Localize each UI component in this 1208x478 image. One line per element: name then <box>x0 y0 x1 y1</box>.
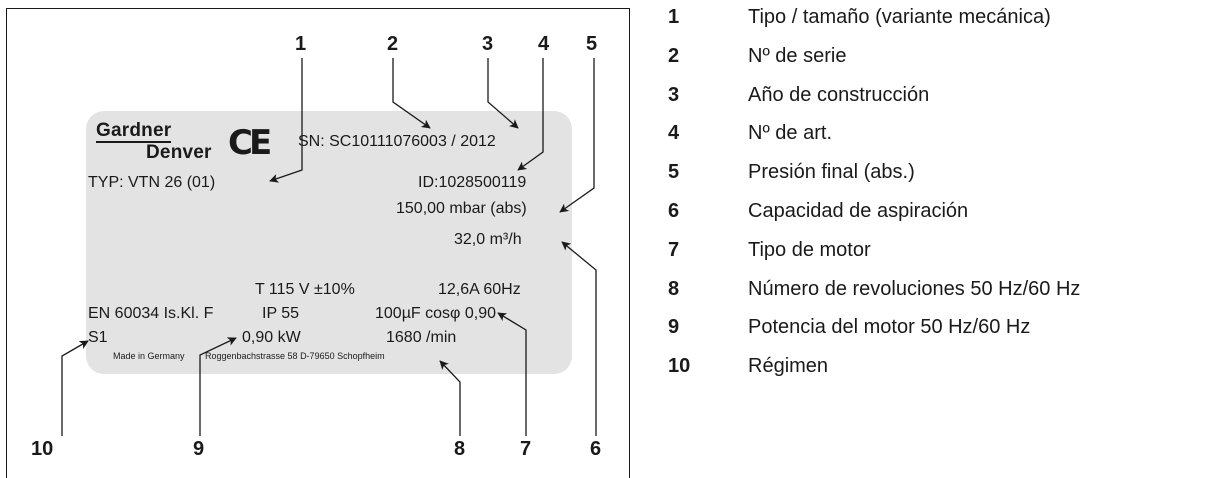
made-in-label: Made in Germany <box>113 351 185 361</box>
standard-insulation-class: EN 60034 Is.Kl. F <box>88 305 214 322</box>
current-frequency: 12,6A 60Hz <box>438 281 521 298</box>
callout-9: 9 <box>193 438 205 460</box>
legend-text: Número de revoluciones 50 Hz/60 Hz <box>748 277 1081 300</box>
protection-rating: IP 55 <box>262 305 300 322</box>
nameplate-diagram: 1 2 3 4 5 10 9 8 7 6 Gardner Denver CE S… <box>6 8 630 478</box>
callout-1: 1 <box>295 33 307 55</box>
callout-7: 7 <box>520 438 532 460</box>
legend: 1 Tipo / tamaño (variante mecánica) 2 Nº de… <box>664 0 1208 470</box>
callout-4: 4 <box>538 33 550 55</box>
callout-10: 10 <box>31 438 54 460</box>
motor-speed: 1680 /min <box>386 329 457 346</box>
type-label: TYP: VTN 26 (01) <box>88 174 216 191</box>
legend-number: 6 <box>668 200 680 222</box>
leader-3 <box>487 58 519 129</box>
leader-4 <box>517 58 544 171</box>
duty-type: S1 <box>88 329 108 346</box>
nameplate <box>86 111 572 374</box>
callout-5: 5 <box>586 33 598 55</box>
leader-6 <box>561 241 597 436</box>
figure-frame <box>6 8 630 478</box>
legend-number: 2 <box>668 44 680 67</box>
capacitor-cos-phi: 100µF cosφ 0,90 <box>375 305 496 322</box>
legend-number: 8 <box>668 277 680 300</box>
legend-text: Nº de serie <box>748 44 847 67</box>
callout-6: 6 <box>590 438 602 460</box>
leader-7 <box>497 312 527 436</box>
motor-power: 0,90 kW <box>242 329 301 346</box>
leader-2 <box>392 58 431 129</box>
brand-logo-denver: Denver <box>146 142 212 163</box>
manufacturer-address: Roggenbachstrasse 58 D-79650 Schopfheim <box>205 351 385 361</box>
brand-logo-gardner: Gardner <box>96 120 172 143</box>
leader-8 <box>439 360 461 436</box>
callout-3: 3 <box>482 33 494 55</box>
leader-9 <box>199 337 237 436</box>
serial-number: SN: SC10111076003 / 2012 <box>298 133 496 150</box>
leader-1 <box>269 58 303 183</box>
legend-number: 3 <box>668 83 680 106</box>
legend-text: Tipo / tamaño (variante mecánica) <box>748 6 1051 28</box>
article-id: ID:1028500119 <box>418 174 527 191</box>
final-pressure: 150,00 mbar (abs) <box>396 200 527 217</box>
leader-5 <box>559 58 595 213</box>
legend-number: 9 <box>668 316 680 339</box>
ce-mark: CE <box>228 123 272 163</box>
legend-text: Nº de art. <box>748 122 833 145</box>
callout-8: 8 <box>454 438 466 460</box>
legend-number: 10 <box>668 355 691 378</box>
legend-text: Régimen <box>748 355 829 378</box>
leader-lines <box>61 58 597 436</box>
legend-number: 5 <box>668 161 680 184</box>
legend-text: Potencia del motor 50 Hz/60 Hz <box>748 316 1031 339</box>
leader-10 <box>61 340 89 436</box>
legend-number: 1 <box>668 6 680 28</box>
legend-number: 7 <box>668 238 680 261</box>
legend-text: Presión final (abs.) <box>748 161 915 184</box>
legend-text: Año de construcción <box>748 83 930 106</box>
voltage: T 115 V ±10% <box>255 281 355 298</box>
suction-capacity: 32,0 m³/h <box>454 231 522 248</box>
legend-text: Capacidad de aspiración <box>748 200 969 222</box>
callout-2: 2 <box>387 33 399 55</box>
legend-text: Tipo de motor <box>748 238 871 261</box>
legend-number: 4 <box>668 122 680 145</box>
